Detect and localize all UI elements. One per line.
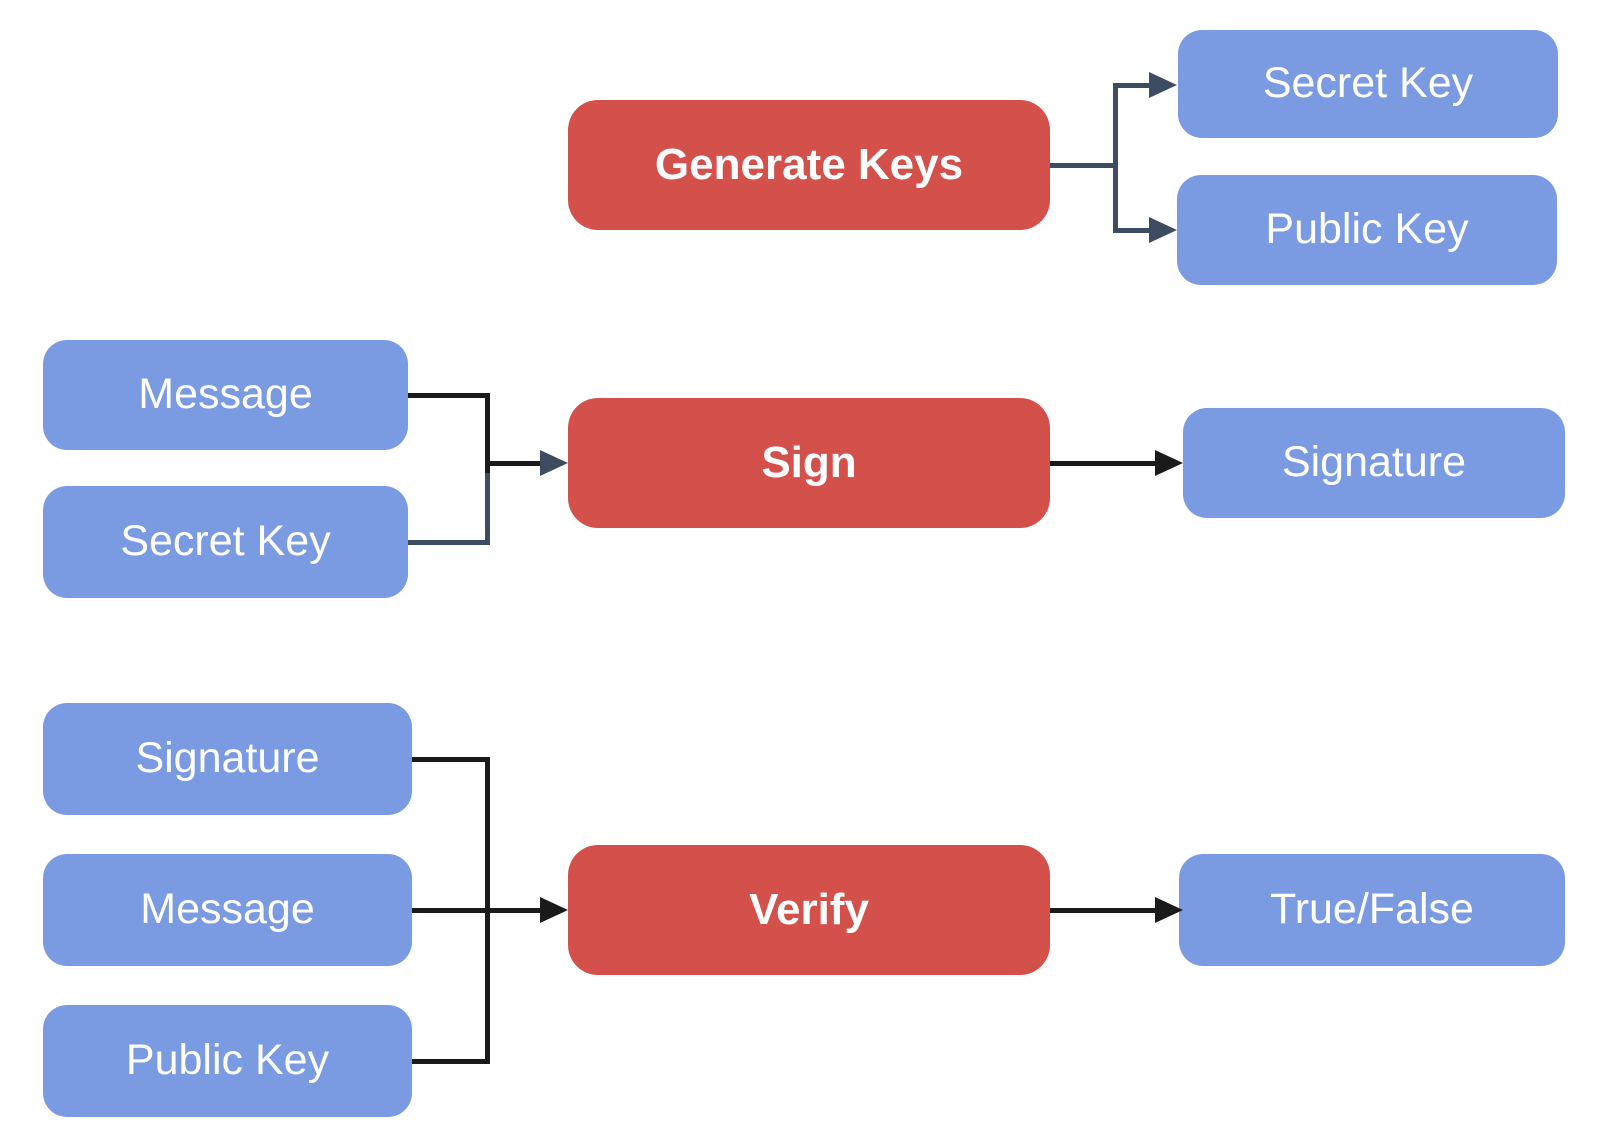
arrowhead-secret-key-icon [1149, 72, 1177, 98]
connector-secret-key-out [408, 539, 490, 545]
connector-generate-keys-branch-vertical [1113, 82, 1118, 233]
connector-signature-out [412, 756, 490, 762]
connector-verify-merge-vertical [485, 756, 490, 1064]
connector-generate-keys-out [1050, 162, 1118, 168]
node-message-sign-input: Message [43, 340, 408, 450]
arrowhead-signature-icon [1155, 450, 1183, 476]
connector-sign-merge-vertical-bottom [485, 472, 490, 545]
node-secret-key-sign-input: Secret Key [43, 486, 408, 598]
node-true-false-output: True/False [1179, 854, 1565, 966]
node-message-verify-input: Message [43, 854, 412, 966]
node-signature-verify-input: Signature [43, 703, 412, 815]
node-verify: Verify [568, 845, 1050, 975]
node-generate-keys: Generate Keys [568, 100, 1050, 230]
arrowhead-sign-icon [540, 450, 568, 476]
node-secret-key-output: Secret Key [1178, 30, 1558, 138]
arrowhead-verify-icon [540, 897, 568, 923]
connector-public-key-out [412, 1058, 490, 1064]
arrowhead-true-false-icon [1155, 897, 1183, 923]
arrowhead-public-key-icon [1149, 217, 1177, 243]
connector-sign-merge-vertical-top [485, 392, 490, 473]
node-sign: Sign [568, 398, 1050, 528]
connector-verify-to-true-false [1050, 907, 1157, 913]
connector-message-out [408, 392, 490, 398]
node-signature-output: Signature [1183, 408, 1565, 518]
connector-to-public-key [1113, 227, 1153, 233]
connector-sign-to-signature [1050, 460, 1157, 466]
connector-to-secret-key [1113, 82, 1153, 88]
connector-message-verify-out [412, 907, 543, 913]
node-public-key-output: Public Key [1177, 175, 1557, 285]
connector-to-sign [485, 460, 543, 466]
node-public-key-verify-input: Public Key [43, 1005, 412, 1117]
